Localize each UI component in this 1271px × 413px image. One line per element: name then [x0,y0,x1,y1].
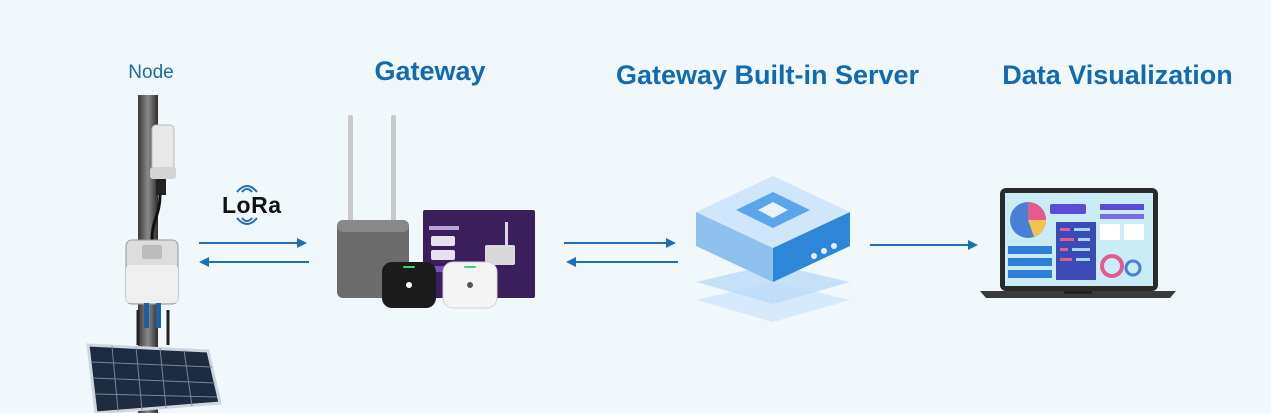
gateway-label: Gateway [374,56,486,86]
lora-signal-icon [236,185,258,193]
visualization-label: Data Visualization [1002,60,1233,90]
node-device-illustration [86,95,222,413]
server-visualization-arrow [870,240,978,250]
lora-label: LoRa [222,192,282,218]
laptop-dashboard-illustration [980,188,1176,298]
server-label: Gateway Built-in Server [615,60,920,90]
gateway-devices-illustration [337,115,535,309]
gateway-server-arrows [564,238,678,267]
server-box-icon [696,176,850,322]
node-label: Node [128,62,174,83]
node-gateway-arrows [199,238,309,267]
lora-signal-bottom-icon [236,217,258,225]
